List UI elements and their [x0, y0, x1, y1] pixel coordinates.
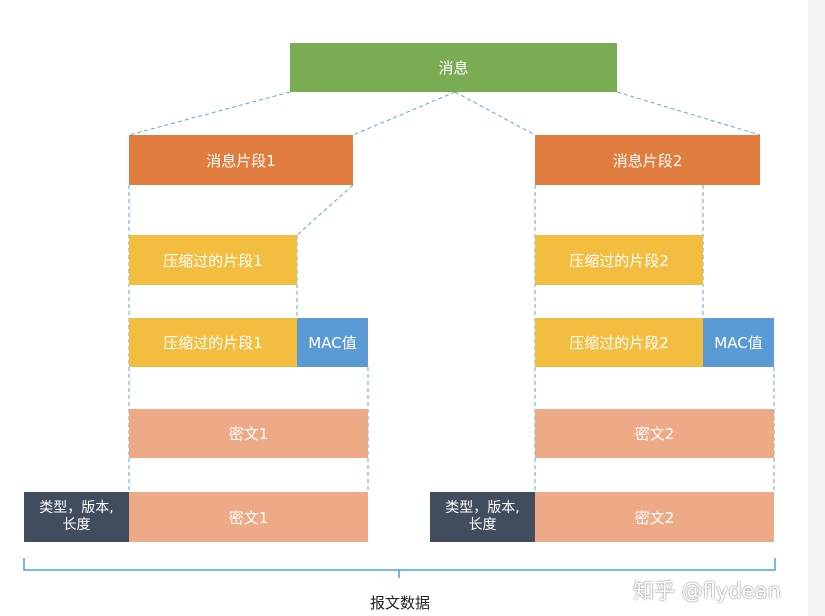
- mac-1-label: MAC值: [308, 334, 357, 352]
- message-label: 消息: [438, 59, 469, 77]
- ciphertext-2-label: 密文2: [634, 425, 675, 443]
- fragment-2-box: 消息片段2: [535, 135, 760, 185]
- message-box: 消息: [290, 43, 617, 92]
- compressed-fragment-1-label: 压缩过的片段1: [163, 251, 263, 270]
- compressed-fragment-2-mac-box: 压缩过的片段2: [535, 318, 703, 367]
- fragment-1-label: 消息片段1: [206, 151, 276, 170]
- ciphertext-2-final-label: 密文2: [634, 508, 675, 527]
- ciphertext-1-final-box: 密文1: [129, 492, 368, 542]
- mac-2-box: MAC值: [703, 318, 774, 367]
- mac-2-label: MAC值: [714, 334, 763, 352]
- connector-message-frag1-left: [128, 91, 291, 136]
- compressed-fragment-2-label: 压缩过的片段2: [569, 251, 669, 270]
- fragment-2-label: 消息片段2: [612, 151, 683, 170]
- ciphertext-2-box: 密文2: [535, 409, 774, 458]
- connector-message-frag2-right: [616, 91, 761, 136]
- record-header-2-line1: 类型，版本,: [445, 500, 520, 516]
- watermark-text: 知乎 @flydean: [633, 579, 781, 603]
- compressed-fragment-2-mac-label: 压缩过的片段2: [569, 334, 669, 352]
- bottom-brace: [23, 558, 776, 578]
- connector-message-frag1-right: [352, 91, 456, 136]
- ciphertext-2-final-box: 密文2: [535, 492, 774, 542]
- record-header-2-box: 类型，版本, 长度: [430, 492, 535, 542]
- compressed-fragment-2-box: 压缩过的片段2: [535, 235, 703, 285]
- ciphertext-1-final-label: 密文1: [228, 508, 269, 527]
- connector-message-frag2-left: [454, 91, 536, 136]
- mac-1-box: MAC值: [297, 318, 368, 367]
- record-header-1-line2: 长度: [62, 517, 91, 533]
- right-edge-band: [808, 0, 825, 616]
- compressed-fragment-1-mac-label: 压缩过的片段1: [163, 334, 263, 352]
- compressed-fragment-1-box: 压缩过的片段1: [129, 235, 297, 285]
- connector-frag1-diagonal: [296, 184, 354, 236]
- record-header-1-box: 类型，版本, 长度: [24, 492, 129, 542]
- record-data-caption: 报文数据: [369, 594, 430, 612]
- ciphertext-1-box: 密文1: [129, 409, 368, 458]
- compressed-fragment-1-mac-box: 压缩过的片段1: [129, 318, 297, 367]
- fragment-1-box: 消息片段1: [129, 135, 353, 185]
- record-header-2-line2: 长度: [468, 517, 497, 533]
- ciphertext-1-label: 密文1: [228, 425, 269, 443]
- record-header-1-line1: 类型，版本,: [39, 500, 114, 516]
